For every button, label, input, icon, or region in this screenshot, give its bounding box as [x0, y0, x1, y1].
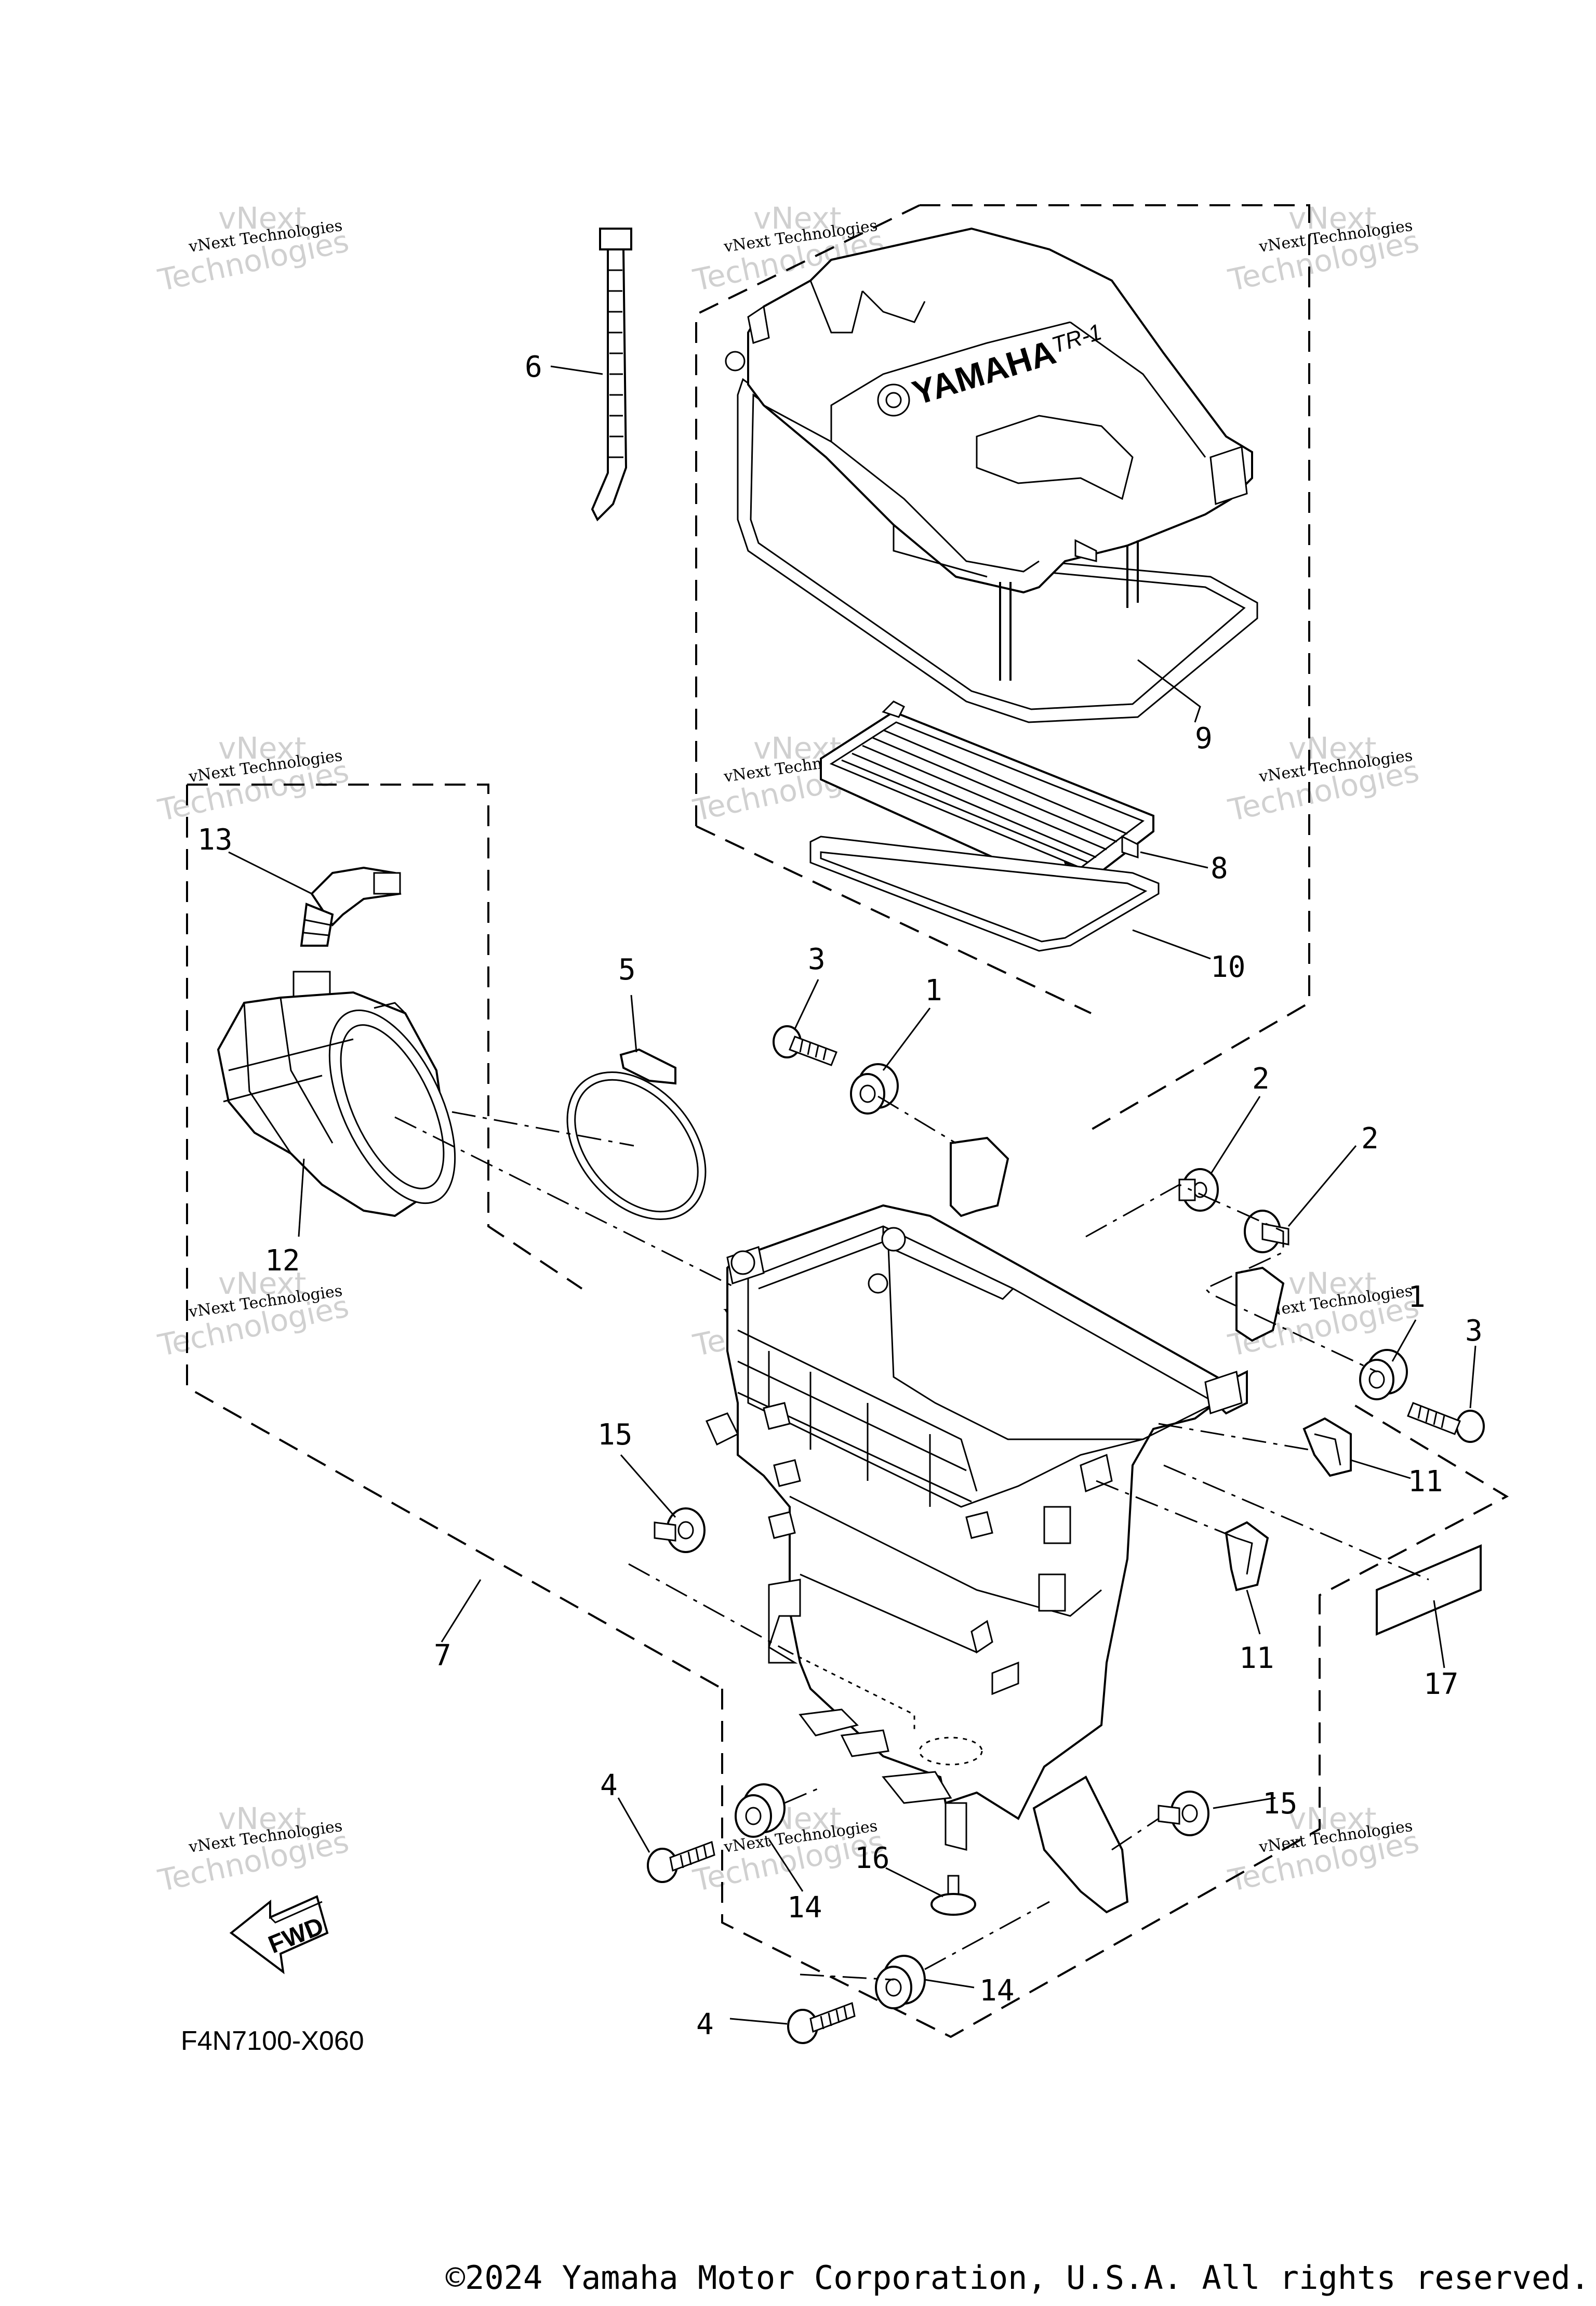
hose-clamp — [566, 1048, 707, 1220]
callout-7: 7 — [434, 1639, 451, 1673]
callout-13: 13 — [197, 823, 232, 857]
bolt-lower-a — [647, 1840, 715, 1883]
fwd-arrow-icon: FWD — [229, 1895, 329, 1974]
assembly-lines — [394, 1095, 1429, 1981]
callout-11a: 11 — [1408, 1465, 1443, 1499]
svg-text:vNext: vNext — [1288, 731, 1376, 766]
clip-upper — [1302, 1417, 1352, 1477]
bolt-right — [1407, 1402, 1485, 1443]
rubber-mount-left — [654, 1507, 706, 1553]
callout-2b: 2 — [1361, 1122, 1379, 1156]
svg-text:vNext: vNext — [218, 1266, 306, 1301]
grommet-right — [1359, 1349, 1408, 1400]
callout-14a: 14 — [787, 1891, 822, 1925]
callout-11b: 11 — [1239, 1641, 1274, 1675]
callout-14b: 14 — [979, 1974, 1014, 2008]
callout-5: 5 — [618, 953, 636, 987]
callout-16: 16 — [855, 1841, 889, 1875]
watermark-bottom-right: vNext Technologies vNext Technologies — [1225, 1801, 1422, 1899]
callout-9: 9 — [1195, 722, 1213, 756]
callout-10: 10 — [1211, 950, 1245, 984]
air-case — [705, 1136, 1285, 1914]
callout-1b: 1 — [1408, 1280, 1426, 1314]
callout-2a: 2 — [1252, 1062, 1270, 1096]
label-plate — [1376, 1544, 1482, 1636]
grommet-lower-b — [875, 1955, 926, 2009]
callout-15b: 15 — [1262, 1787, 1297, 1821]
callout-8: 8 — [1211, 852, 1228, 885]
svg-text:vNext: vNext — [1288, 1266, 1376, 1301]
watermark-lower-left: vNext Technologies vNext Technologies — [155, 1266, 352, 1363]
grommet-upper — [850, 1063, 899, 1115]
callout-15a: 15 — [597, 1418, 632, 1452]
callout-3a: 3 — [808, 943, 826, 976]
svg-text:vNext: vNext — [218, 201, 306, 236]
diagram-code: F4N7100-X060 — [181, 2026, 364, 2056]
watermark-top-right: vNext Technologies vNext Technologies — [1225, 201, 1422, 298]
svg-text:vNext: vNext — [1288, 1801, 1376, 1836]
callout-3b: 3 — [1465, 1314, 1483, 1348]
bolt-upper — [773, 1025, 837, 1066]
leader-lines — [228, 365, 1477, 2025]
intake-duct — [217, 971, 456, 1217]
drain-plug — [930, 1875, 976, 1916]
collar-a — [1178, 1168, 1219, 1212]
watermark-mid-left: vNext Technologies vNext Technologies — [155, 731, 352, 828]
callout-4a: 4 — [600, 1769, 618, 1803]
watermark-top-left: vNext Technologies vNext Technologies — [155, 201, 352, 298]
clip-lower — [1225, 1521, 1269, 1592]
grommet-lower-a — [735, 1783, 786, 1838]
callouts: 6 9 8 10 13 12 5 3 1 2 2 1 3 11 11 17 15… — [197, 350, 1483, 2042]
bolt-lower-b — [787, 2002, 856, 2044]
svg-text:vNext: vNext — [218, 731, 306, 766]
group-outline-intake — [186, 784, 723, 1690]
air-box-cover: YAMAHA TR-1 — [725, 227, 1258, 723]
callout-6: 6 — [525, 350, 542, 384]
svg-text:vNext: vNext — [218, 1801, 306, 1836]
svg-text:vNext: vNext — [1288, 201, 1376, 236]
element-seal — [809, 836, 1160, 952]
cable-tie — [591, 228, 632, 522]
watermark-mid-right: vNext Technologies vNext Technologies — [1225, 731, 1422, 828]
hose-fitting — [300, 866, 402, 947]
svg-text:vNext: vNext — [753, 201, 841, 236]
group-outline-case — [721, 1402, 1509, 2038]
callout-12: 12 — [265, 1244, 300, 1278]
rubber-mount-right — [1158, 1791, 1209, 1836]
callout-4b: 4 — [696, 2008, 714, 2042]
callout-17: 17 — [1424, 1667, 1458, 1701]
watermark-bottom-left: vNext Technologies vNext Technologies — [155, 1801, 352, 1899]
copyright-notice: ©2024 Yamaha Motor Corporation, U.S.A. A… — [445, 2259, 1590, 2297]
group-outline-cover — [695, 204, 1310, 1134]
callout-1a: 1 — [925, 974, 942, 1008]
collar-b — [1244, 1210, 1289, 1253]
